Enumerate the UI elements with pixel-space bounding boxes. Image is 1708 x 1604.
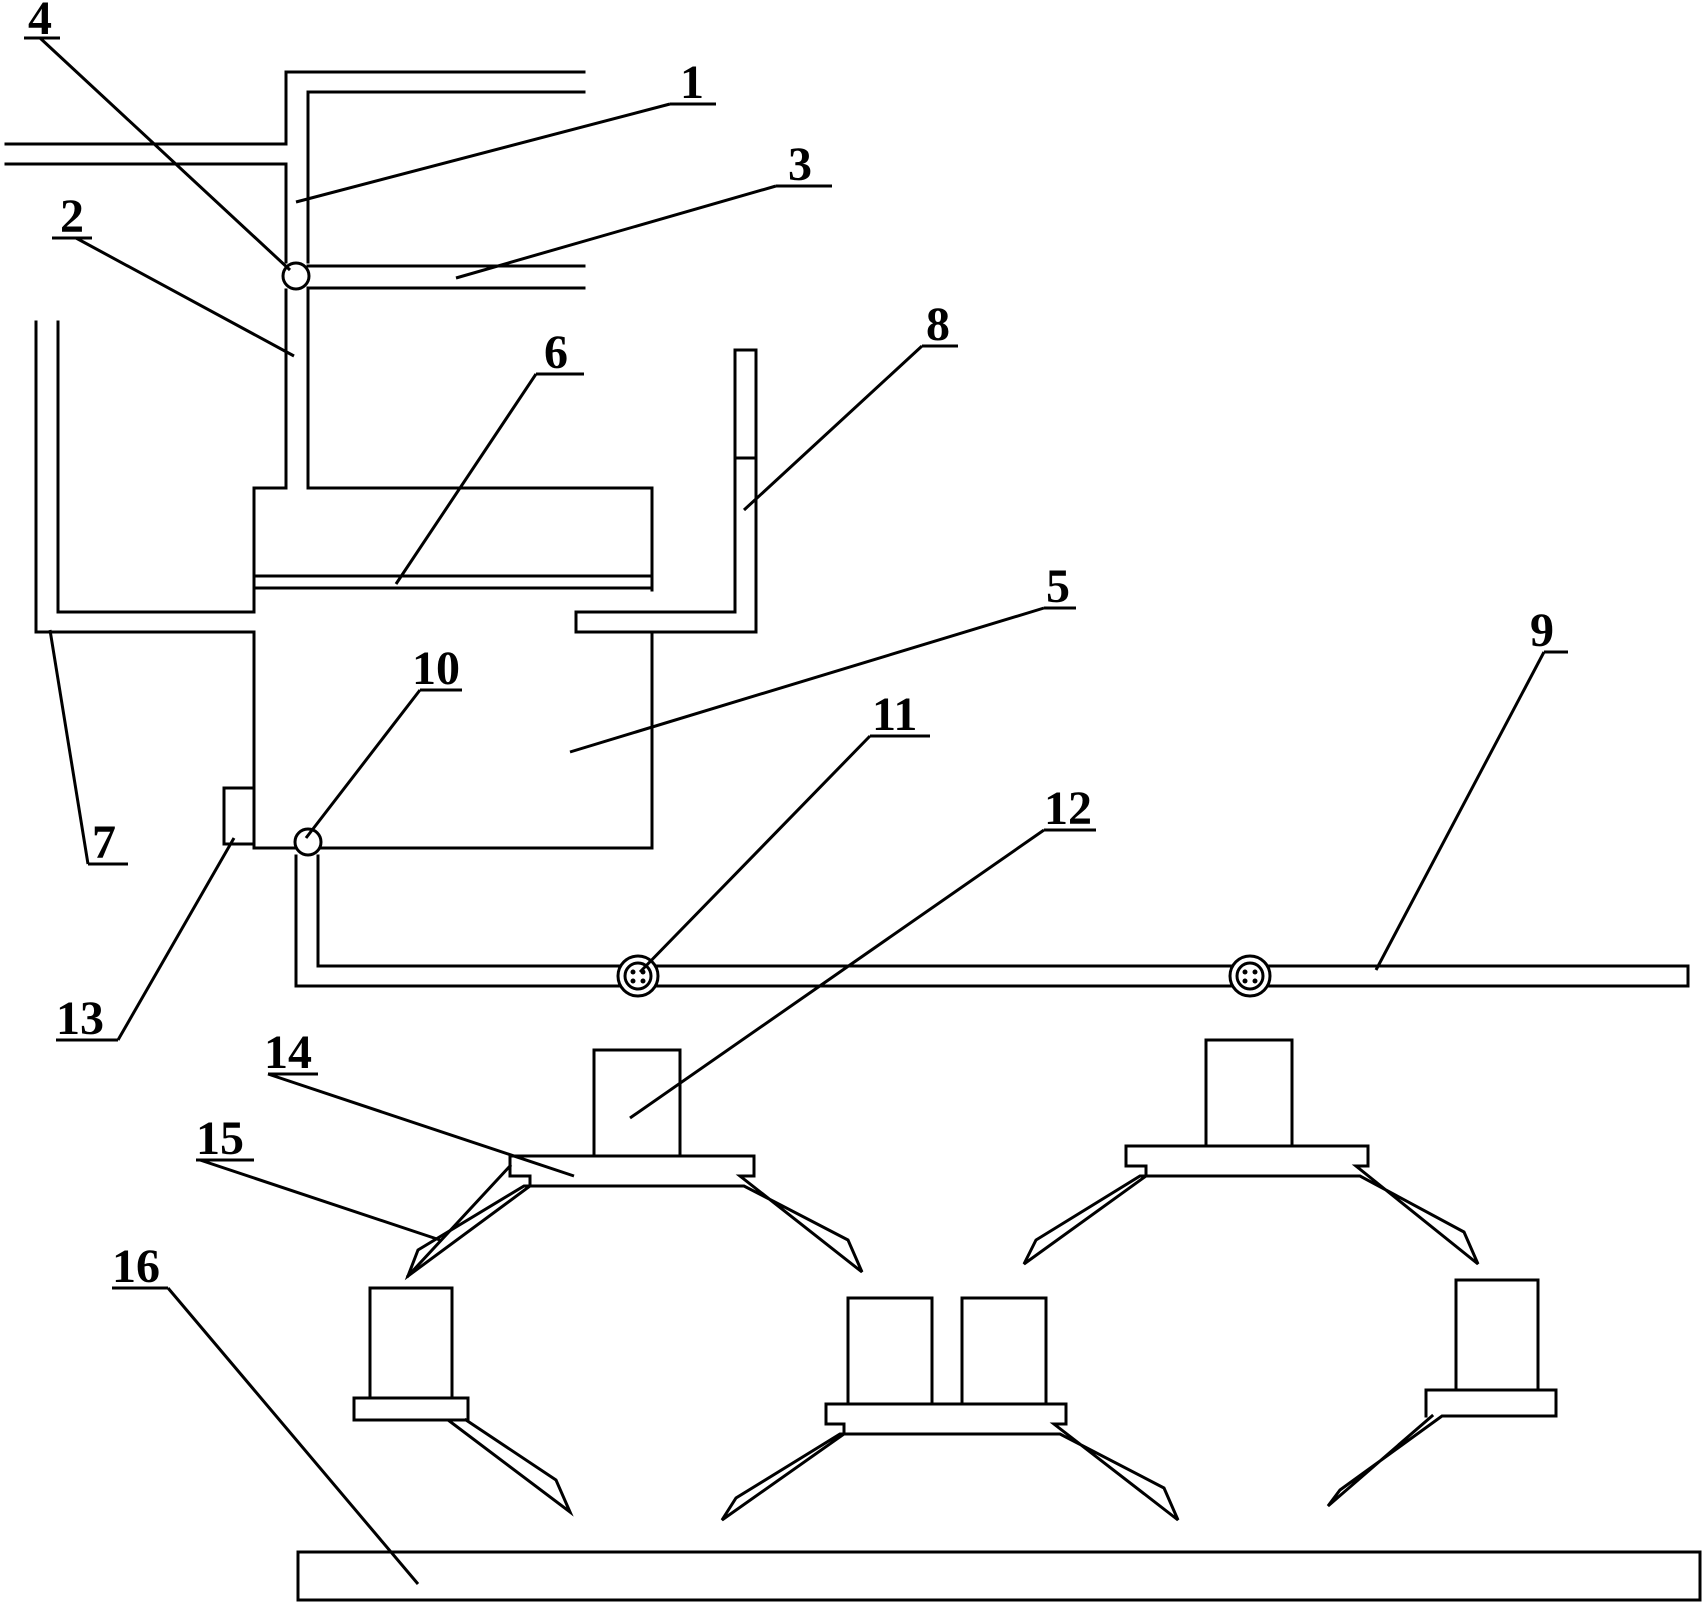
label-16: 16	[112, 1240, 160, 1293]
leader-12	[629, 828, 1045, 1120]
label-6: 6	[544, 326, 568, 379]
leader-14	[267, 1072, 575, 1178]
inlet-piping	[4, 70, 586, 490]
block-right-upper	[1204, 1038, 1294, 1148]
leader-11	[638, 734, 872, 974]
label-1: 1	[680, 56, 704, 109]
leader-9	[1374, 651, 1546, 971]
block-center-a	[846, 1296, 934, 1406]
base-center-lower	[720, 1402, 1180, 1522]
label-12: 12	[1044, 782, 1092, 835]
leader-16	[166, 1287, 420, 1585]
leader-6	[394, 373, 538, 585]
pipe-7	[34, 320, 256, 634]
nozzle-11-a	[616, 954, 660, 998]
label-14: 14	[264, 1026, 312, 1079]
label-15: 15	[196, 1112, 244, 1165]
pipe-9	[294, 854, 1690, 988]
gripper-unit-right-upper	[1022, 1038, 1480, 1266]
base-right-lower	[1326, 1388, 1558, 1508]
base-right-upper	[1022, 1144, 1480, 1266]
label-3: 3	[788, 138, 812, 191]
label-2: 2	[60, 190, 84, 243]
leader-1	[295, 102, 671, 204]
label-underlines	[24, 36, 1568, 1290]
left-branch-lower	[4, 162, 288, 264]
block-12	[592, 1048, 682, 1158]
label-9: 9	[1530, 604, 1554, 657]
label-10: 10	[412, 642, 460, 695]
label-5: 5	[1046, 560, 1070, 613]
chamber	[34, 320, 758, 857]
leader-4	[38, 36, 292, 272]
gripper-unit-center-lower	[720, 1296, 1180, 1522]
chamber-outline-upper	[252, 486, 654, 614]
valve-10	[293, 827, 323, 857]
leader-10	[304, 689, 422, 839]
leader-15	[199, 1158, 441, 1242]
component-13	[222, 786, 256, 846]
pipe-8	[574, 348, 758, 634]
label-11: 11	[872, 688, 917, 741]
upper-pipe-top-outer	[4, 70, 586, 146]
label-4: 4	[28, 0, 52, 45]
leader-7	[48, 629, 90, 865]
base-left-lower	[352, 1396, 574, 1517]
vertical-feed-pipe	[284, 288, 310, 490]
side-branch-pipe	[306, 264, 586, 290]
leader-5	[569, 606, 1045, 754]
label-8: 8	[926, 298, 950, 351]
label-13: 13	[56, 992, 104, 1045]
conveyor-16	[296, 1550, 1702, 1602]
chamber-outline-lower	[252, 630, 654, 850]
block-center-b	[960, 1296, 1048, 1406]
gripper-unit-right-lower	[1326, 1278, 1558, 1508]
block-right-lower	[1454, 1278, 1540, 1392]
gripper-unit-left-lower	[352, 1286, 574, 1517]
upper-pipe-top-inner	[306, 90, 586, 264]
leader-13	[116, 837, 236, 1041]
label-7: 7	[92, 816, 116, 869]
base-14	[404, 1154, 864, 1281]
membrane-6	[252, 574, 654, 590]
leader-2	[75, 236, 295, 358]
leader-3	[455, 184, 777, 280]
number-labels: 1 2 3 4 5 6 7 8 9 10 11 12 13 14 15 16	[28, 0, 1554, 1293]
block-left-lower	[368, 1286, 454, 1400]
gripper-unit-left-upper	[404, 1048, 864, 1281]
arm-15-left	[405, 1163, 513, 1279]
leader-lines	[38, 36, 1546, 1585]
spray-pipe	[294, 854, 1690, 998]
leader-8	[742, 344, 924, 512]
nozzle-11-b	[1228, 954, 1272, 998]
